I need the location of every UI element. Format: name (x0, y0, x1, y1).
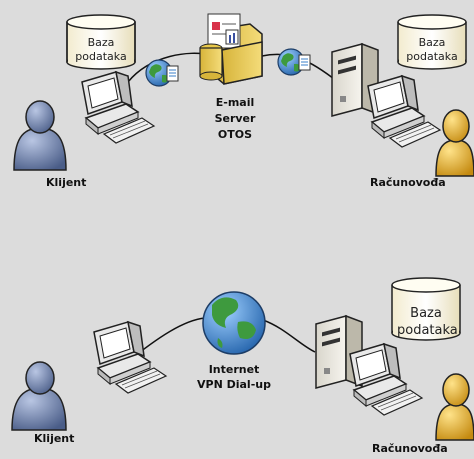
person-icon (435, 109, 474, 177)
person-icon (13, 100, 67, 171)
accountant-label: Računovođa (370, 176, 446, 189)
client-label: Klijent (46, 176, 87, 189)
folder-icon (199, 13, 263, 85)
person-icon (11, 361, 67, 431)
document-icon (298, 54, 311, 71)
server-label-line3: OTOS (217, 128, 253, 141)
server-label: E-mail Server OTOS (200, 95, 270, 143)
db-label-line2: podataka (75, 50, 127, 63)
network-label-line2: VPN Dial-up (197, 378, 271, 391)
database-icon (397, 14, 467, 70)
network-label-line1: Internet (208, 363, 260, 376)
client-label: Klijent (34, 432, 75, 445)
db-label-line2: podataka (406, 50, 458, 63)
server-label-line1: E-mail (215, 96, 255, 109)
accountant-label: Računovođa (372, 442, 448, 455)
db-label-line2: podataka (397, 323, 458, 338)
computer-icon (81, 71, 155, 144)
db-label-line1: Baza (410, 306, 442, 321)
db-label: Baza podataka (403, 36, 461, 64)
person-icon (435, 373, 474, 441)
database-icon (391, 277, 461, 341)
db-label: Baza podataka (72, 36, 130, 64)
server-label-line2: Server (214, 112, 256, 125)
db-label: Baza podataka (397, 305, 458, 339)
db-label-line1: Baza (418, 36, 446, 49)
database-icon (66, 14, 136, 70)
network-label: Internet VPN Dial-up (184, 362, 284, 392)
computer-icon (93, 321, 167, 394)
globe-icon (202, 291, 266, 355)
db-label-line1: Baza (87, 36, 115, 49)
computer-icon (367, 75, 441, 148)
document-icon (166, 65, 179, 82)
computer-icon (349, 343, 423, 416)
